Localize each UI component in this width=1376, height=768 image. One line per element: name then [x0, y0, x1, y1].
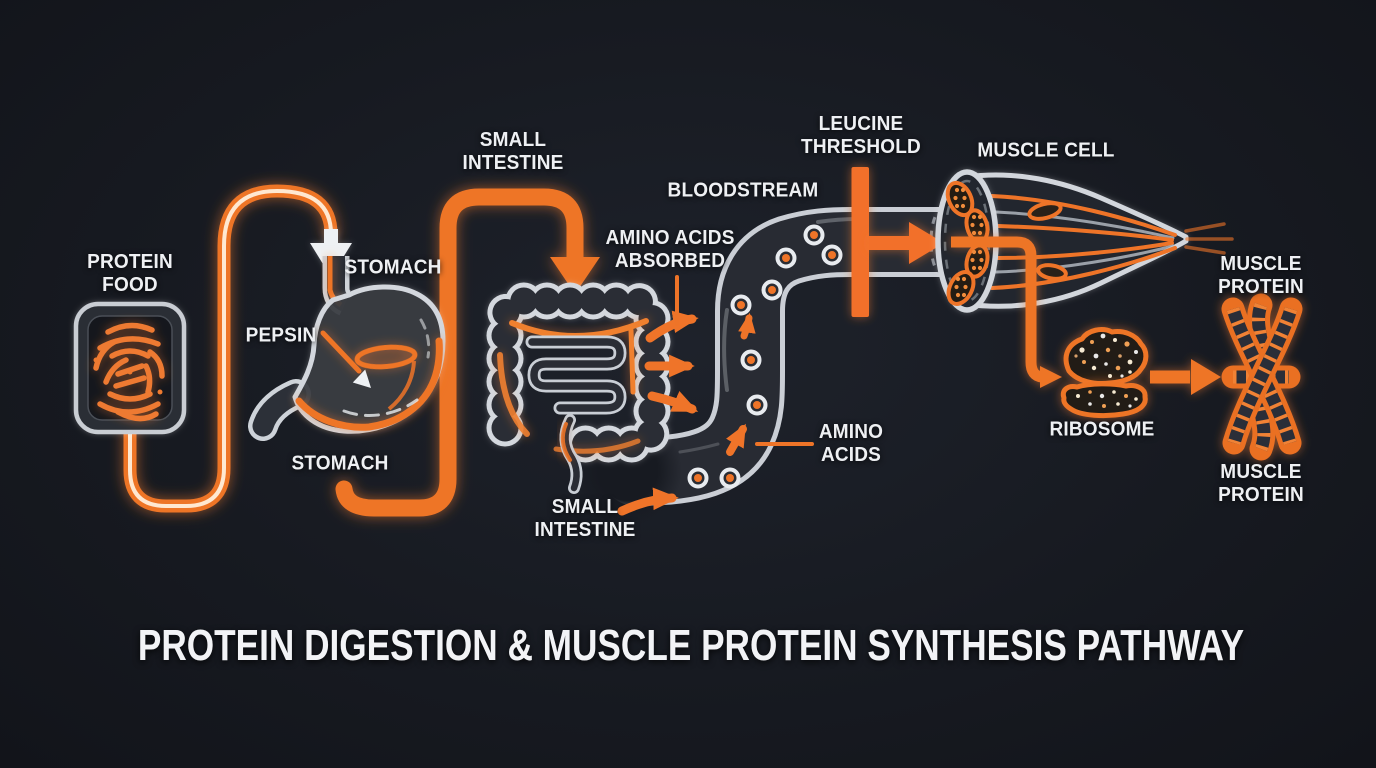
amino-acid-dot [687, 467, 709, 489]
absorption-arrows [617, 310, 756, 516]
muscle-fascicles [945, 180, 990, 306]
stomach-label-top: STOMACH [344, 256, 442, 279]
pepsin-label: PEPSIN [245, 324, 317, 347]
label-connector-lines [675, 275, 814, 446]
muscle-protein-illustration [1221, 293, 1303, 461]
amino-acids-label-line2: ACIDS [820, 444, 882, 466]
amino-acid-dot [821, 244, 843, 266]
small-intestine-illustration [486, 282, 671, 494]
small-intestine-label-bottom-line2: INTESTINE [534, 519, 636, 541]
protein-food-label-line1: PROTEIN [87, 251, 173, 273]
flow-arrow-icon [738, 312, 756, 340]
muscle-protein-label-top: MUSCLE PROTEIN [1218, 253, 1304, 299]
amino-acid-dot [746, 394, 768, 416]
muscle-protein-label-bottom: MUSCLE PROTEIN [1218, 461, 1304, 507]
amino-acid-dot [803, 224, 825, 246]
small-intestine-label-top-line1: SMALL [479, 129, 547, 151]
muscle-protein-label-bottom-line2: PROTEIN [1218, 484, 1304, 506]
leucine-threshold-label: LEUCINE THRESHOLD [801, 113, 921, 159]
muscle-cell-label: MUSCLE CELL [977, 139, 1115, 162]
diagram-title: PROTEIN DIGESTION & MUSCLE PROTEIN SYNTH… [137, 621, 1245, 670]
stomach-label-bottom: STOMACH [291, 452, 389, 475]
protein-food-label: PROTEIN FOOD [87, 251, 173, 297]
ribosome-illustration [1060, 327, 1149, 419]
amino-acid-dot [730, 294, 752, 316]
muscle-cell-illustration [935, 169, 1234, 313]
bloodstream-label: BLOODSTREAM [667, 179, 819, 202]
muscle-uptake-arrow [951, 236, 1062, 388]
amino-acid-dot [775, 247, 797, 269]
amino-acids-label-line1: AMINO [818, 421, 884, 443]
flow-arrow-icon [726, 423, 747, 456]
intestine-entry-arrow-icon [550, 257, 600, 294]
flow-arrow-icon [617, 487, 679, 516]
synthesis-arrow-icon [1150, 359, 1221, 395]
muscle-protein-label-bottom-line1: MUSCLE [1220, 461, 1302, 483]
flow-arrow-icon [645, 310, 699, 343]
muscle-protein-label-top-line1: MUSCLE [1220, 253, 1302, 275]
small-intestine-label-bottom-line1: SMALL [551, 496, 619, 518]
protein-food-label-line2: FOOD [102, 274, 158, 296]
amino-acids-absorbed-label-line2: ABSORBED [614, 250, 726, 272]
leucine-threshold-bar [851, 167, 869, 317]
stomach-illustration [248, 256, 446, 441]
leucine-threshold-label-line1: LEUCINE [818, 113, 904, 135]
small-intestine-label-bottom: SMALL INTESTINE [535, 496, 636, 542]
amino-acids-label: AMINO ACIDS [819, 421, 883, 467]
digestion-tube-stomach-to-intestine [335, 188, 600, 517]
amino-acid-dot [719, 467, 741, 489]
ribosome-label: RIBOSOME [1049, 418, 1155, 441]
flow-arrow-icon [647, 390, 699, 414]
small-intestine-label-top: SMALL INTESTINE [463, 129, 564, 175]
small-intestine-label-top-line2: INTESTINE [462, 152, 564, 174]
pepsin-arrow-icon [320, 330, 371, 388]
muscle-protein-label-top-line2: PROTEIN [1218, 276, 1304, 298]
digestion-tube-food-to-stomach [123, 184, 338, 513]
amino-acids-absorbed-label-line1: AMINO ACIDS [605, 227, 735, 249]
leucine-gate-arrow-icon [869, 222, 944, 264]
amino-acid-dot [740, 349, 762, 371]
leucine-threshold-label-line2: THRESHOLD [801, 136, 921, 158]
amino-acids-absorbed-label: AMINO ACIDS ABSORBED [605, 227, 734, 273]
amino-acid-dot [761, 279, 783, 301]
stomach-entry-arrow-icon [310, 229, 352, 277]
protein-food-icon [73, 301, 187, 435]
